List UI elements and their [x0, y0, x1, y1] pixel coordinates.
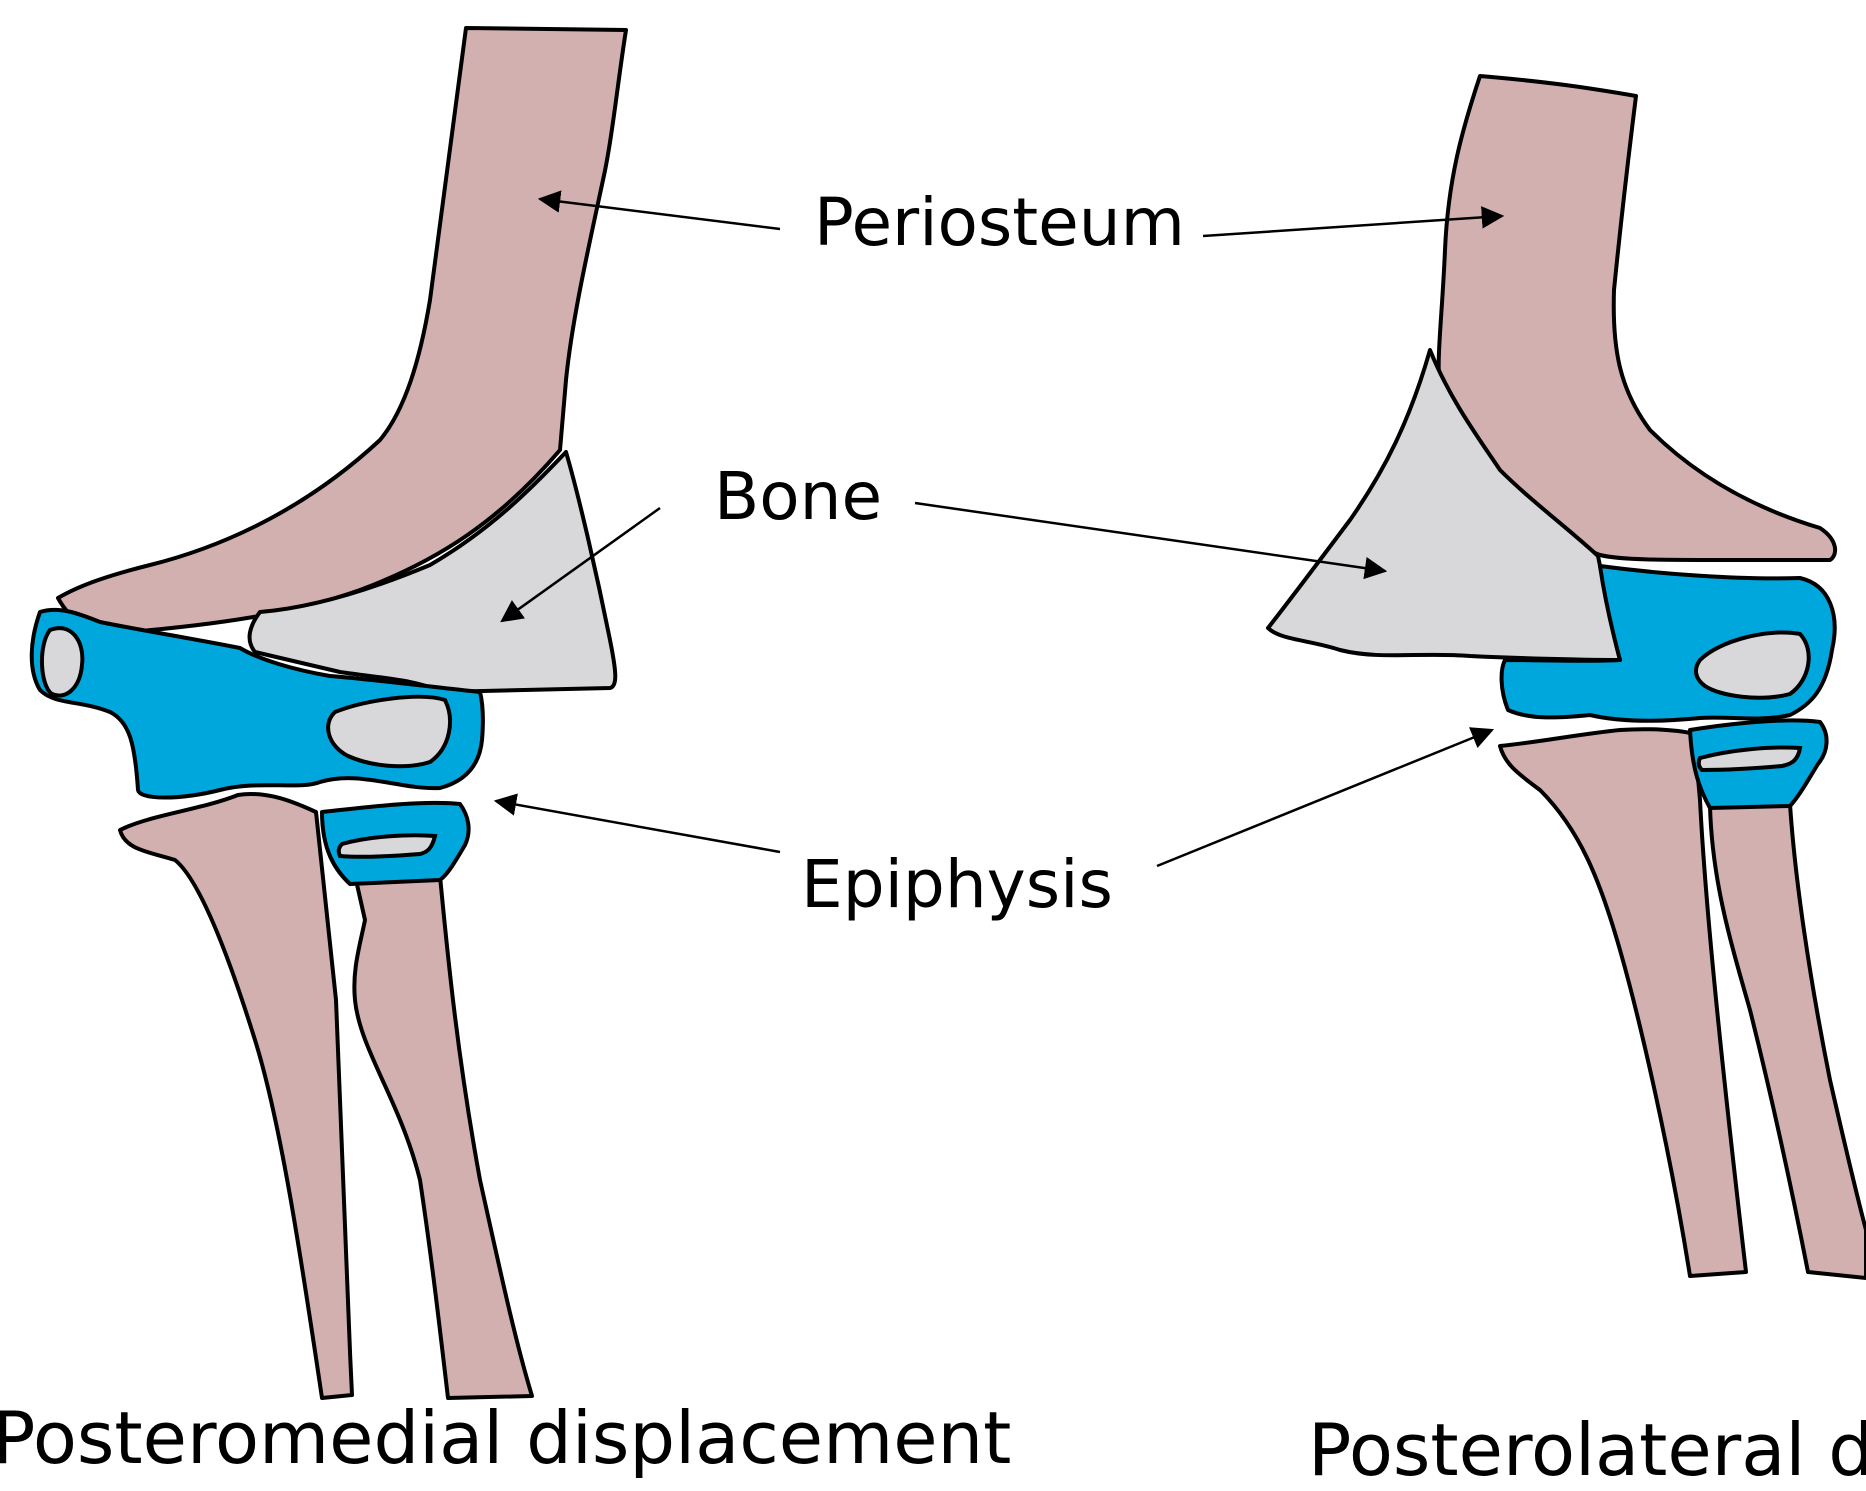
- label-bone: Bone: [714, 464, 882, 530]
- left-radius-shape: [354, 876, 532, 1398]
- label-periosteum: Periosteum: [814, 190, 1185, 256]
- left-elbow: [32, 28, 626, 1398]
- left-condyle-end: [42, 628, 82, 695]
- left-epiphysis-hole: [328, 697, 450, 766]
- caption-posterolateral: Posterolateral di: [1308, 1414, 1866, 1486]
- arrow-epiphysis-right: [1157, 730, 1492, 866]
- right-elbow: [1268, 76, 1866, 1278]
- caption-posteromedial: Posteromedial displacement: [0, 1402, 1011, 1474]
- left-ulna-shape: [120, 794, 352, 1398]
- arrow-bone-right: [915, 503, 1385, 571]
- arrow-epiphysis-left: [496, 801, 780, 852]
- label-epiphysis: Epiphysis: [801, 852, 1113, 918]
